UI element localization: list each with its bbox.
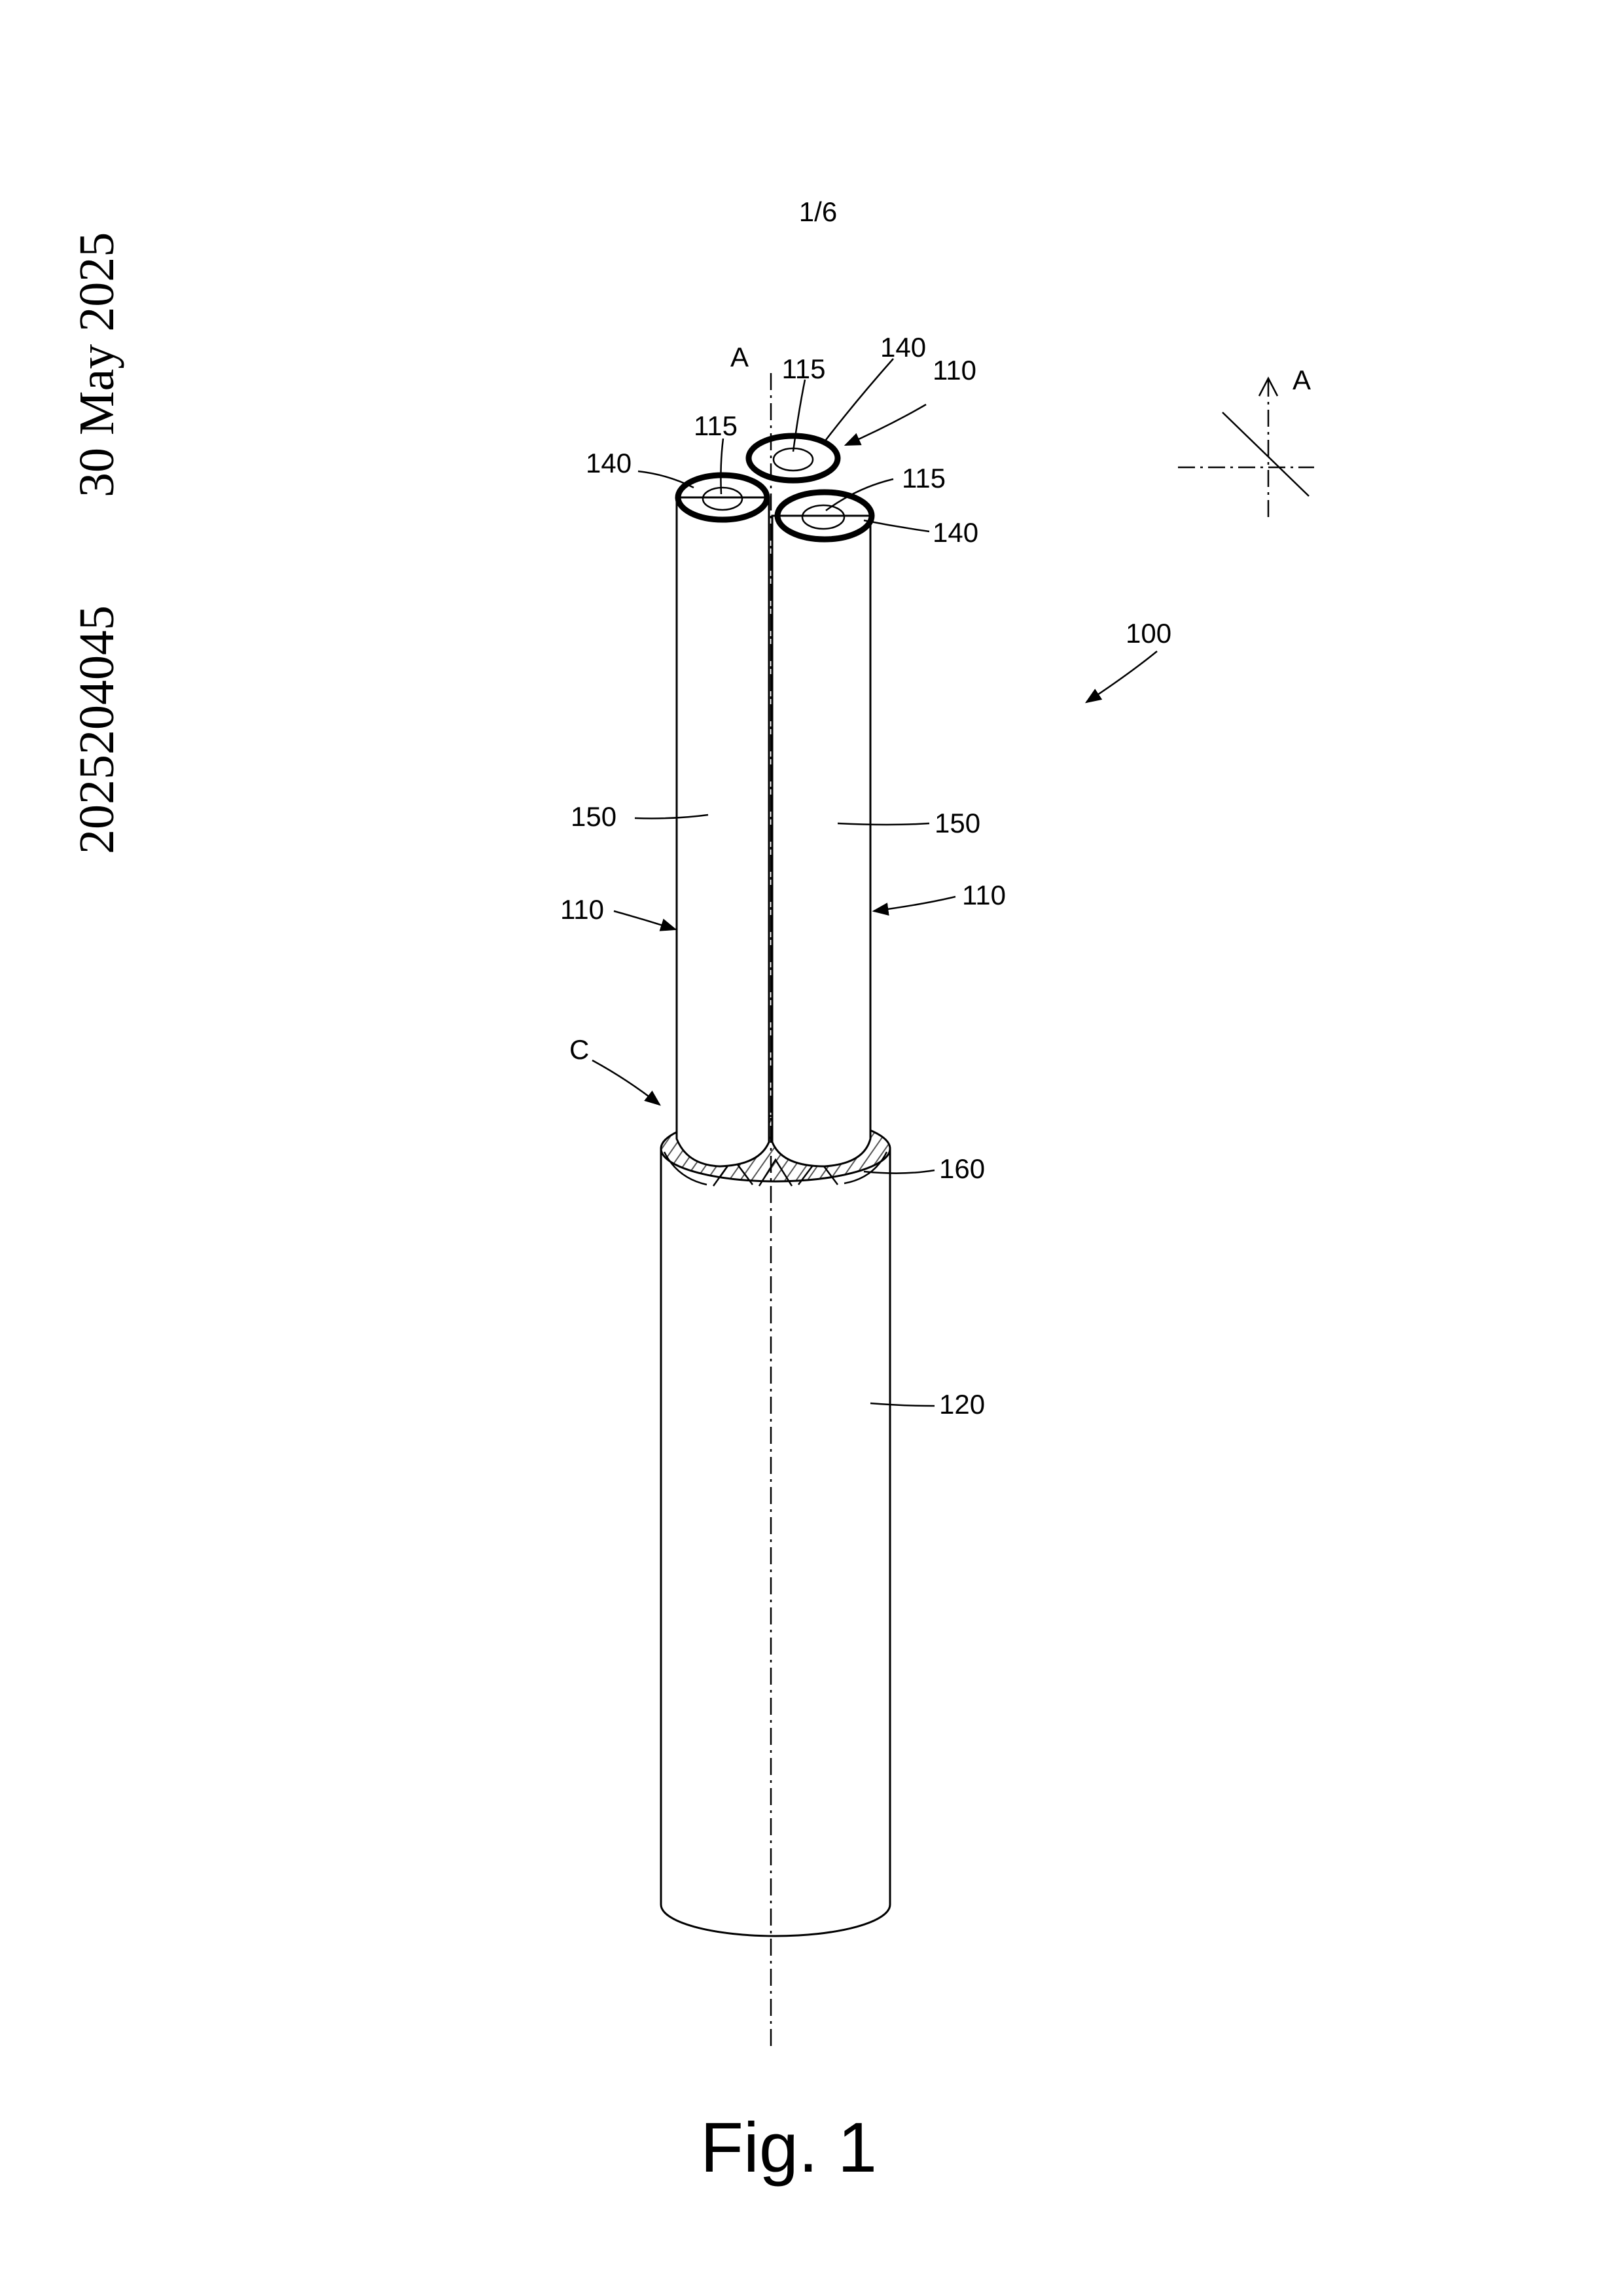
label-c: C bbox=[569, 1034, 589, 1065]
conductor-left bbox=[677, 475, 769, 1166]
label-160: 160 bbox=[939, 1153, 985, 1184]
label-140-top: 140 bbox=[880, 332, 926, 363]
figure-caption: Fig. 1 bbox=[700, 2108, 877, 2187]
label-compass-a: A bbox=[1293, 365, 1311, 395]
label-150-left: 150 bbox=[571, 801, 616, 832]
label-axis-a: A bbox=[730, 342, 749, 372]
label-115-right: 115 bbox=[902, 463, 946, 493]
label-140-left: 140 bbox=[586, 448, 632, 478]
label-120: 120 bbox=[939, 1389, 985, 1420]
direction-indicator bbox=[1178, 378, 1314, 517]
label-150-right: 150 bbox=[935, 808, 980, 838]
conductor-right bbox=[772, 492, 872, 1166]
label-140-right: 140 bbox=[933, 517, 978, 548]
label-110-left: 110 bbox=[560, 894, 604, 925]
label-110-right: 110 bbox=[962, 880, 1006, 910]
label-100: 100 bbox=[1126, 618, 1171, 649]
page-number: 1/6 bbox=[799, 196, 837, 227]
label-115-left: 115 bbox=[694, 410, 738, 441]
conductor-top bbox=[749, 436, 838, 480]
label-110-top: 110 bbox=[933, 355, 976, 386]
outer-sheath bbox=[661, 1116, 890, 1936]
label-115-top: 115 bbox=[782, 353, 826, 384]
